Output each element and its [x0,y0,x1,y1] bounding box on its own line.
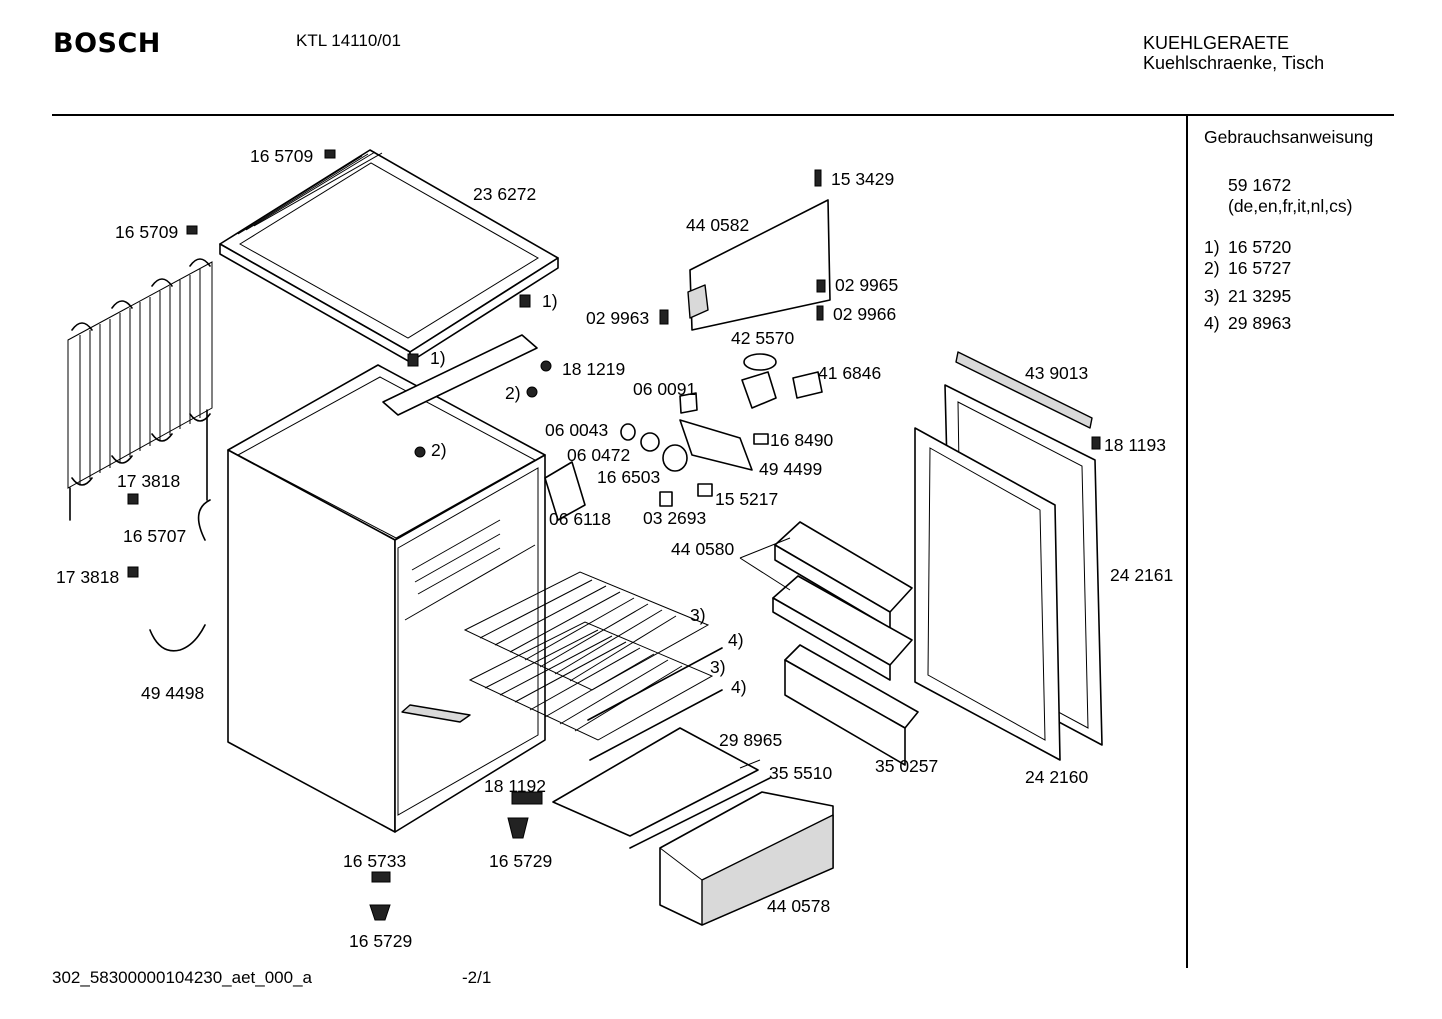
part-label: 16 5707 [123,526,186,546]
part-label: 23 6272 [473,184,536,204]
fastener-parts [127,149,1101,921]
part-label: 15 5217 [715,489,778,509]
part-label: 49 4499 [759,459,822,479]
part-label: 02 9963 [586,308,649,328]
footnote-ref: 2) [505,383,521,403]
part-label: 17 3818 [56,567,119,587]
part-label: 44 0578 [767,896,830,916]
top-cover-part [219,149,559,363]
part-label: 16 5709 [250,146,313,166]
part-label: 16 5729 [349,931,412,951]
part-label: 02 9966 [833,304,896,324]
part-label: 18 1192 [484,776,546,796]
sidebar-title: Gebrauchsanweisung [1204,127,1374,147]
callout-lines [739,537,791,769]
footnote-part: 29 8963 [1228,313,1292,333]
part-label: 16 5709 [115,222,178,242]
part-label: 17 3818 [117,471,180,491]
part-label: 16 8490 [770,430,834,450]
part-label: 43 9013 [1025,363,1088,383]
part-label: 06 0472 [567,445,630,465]
thermostat-part [544,353,823,521]
part-label: 35 5510 [769,763,833,783]
part-label: 18 1193 [1104,435,1166,455]
part-label: 42 5570 [731,328,795,348]
manual-number: 59 1672 [1228,175,1292,195]
footnote-key: 2) [1204,258,1220,278]
part-label: 29 8965 [719,730,782,750]
category-title: KUEHLGERAETE [1143,33,1290,53]
part-label: 44 0580 [671,539,735,559]
part-label: 16 5729 [489,851,552,871]
footnote-ref: 2) [431,440,447,460]
part-label: 16 6503 [597,467,660,487]
door-frame-part [914,351,1103,761]
footnote-key: 1) [1204,237,1220,257]
part-label: 06 0091 [633,379,696,399]
part-label: 41 6846 [818,363,881,383]
footnote-ref: 3) [690,605,706,625]
part-label: 18 1219 [562,359,625,379]
part-label: 02 9965 [835,275,898,295]
model-number: KTL 14110/01 [296,31,401,50]
crisper-drawer-part [659,791,834,926]
page-number: -2/1 [462,968,492,987]
manual-languages: (de,en,fr,it,nl,cs) [1228,196,1353,216]
document-id: 302_58300000104230_aet_000_a [52,968,312,987]
footnote-ref: 4) [728,630,744,650]
part-label: 16 5733 [343,851,406,871]
condenser-coil-part [67,258,213,521]
footnote-ref: 1) [430,348,446,368]
header-divider [52,114,1394,116]
hinge-bracket-part [382,334,538,416]
wire-shelf-part [463,571,723,761]
part-label: 03 2693 [643,508,706,528]
footnote-part: 16 5720 [1228,237,1292,257]
part-label: 49 4498 [141,683,204,703]
part-label: 24 2161 [1110,565,1173,585]
brand-logo: BOSCH [53,28,161,59]
footnote-part: 21 3295 [1228,286,1292,306]
sidebar-divider [1186,116,1188,968]
footnote-ref: 3) [710,657,726,677]
glass-shelf-part [552,727,771,849]
door-shelf-part [772,521,919,766]
footnote-key: 3) [1204,286,1220,306]
part-label: 24 2160 [1025,767,1089,787]
category-subtitle: Kuehlschraenke, Tisch [1143,53,1325,73]
footnote-ref: 4) [731,677,747,697]
part-label: 06 6118 [549,509,611,529]
part-label: 15 3429 [831,169,894,189]
cabinet-part [227,364,546,833]
part-label: 35 0257 [875,756,938,776]
footnote-ref: 1) [542,291,558,311]
footnote-key: 4) [1204,313,1220,333]
part-label: 44 0582 [686,215,749,235]
panel-part [687,199,831,331]
part-label: 06 0043 [545,420,608,440]
footnote-part: 16 5727 [1228,258,1292,278]
